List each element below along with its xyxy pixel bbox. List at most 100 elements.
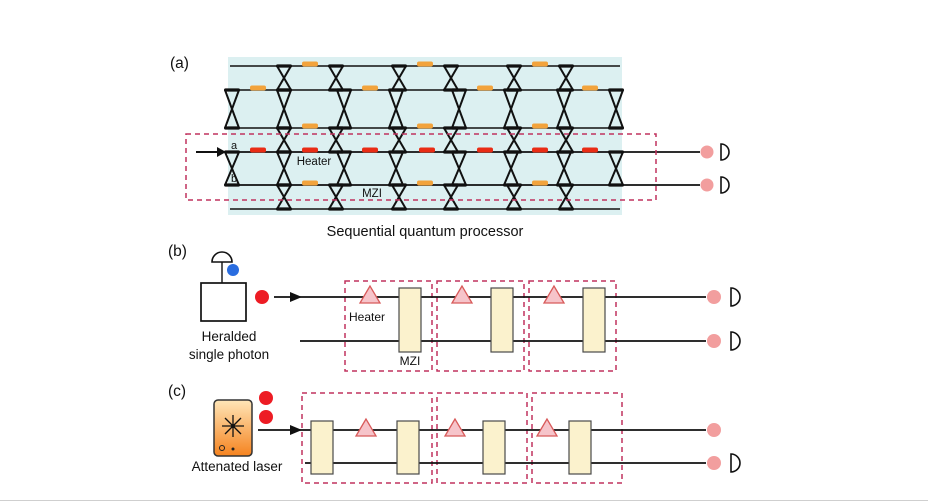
direction-arrow-icon [290,425,302,435]
coupler-icon [558,207,574,211]
coupler-icon [443,184,459,210]
heater-bar [302,180,318,186]
coupler-icon [276,150,292,154]
panel-a-label: (a) [170,55,189,72]
coupler-icon [506,207,522,211]
mzi-chain [274,280,741,372]
laser-indicator [219,445,225,451]
coupler-icon [608,126,624,130]
heater-triangle-icon [450,284,474,304]
output-photon [707,334,721,348]
coupler-icon [556,89,572,129]
coupler-icon [443,127,459,153]
coupler-icon [276,88,292,92]
heater-label: Heater [297,156,332,168]
heater-bar [250,85,266,91]
panel-a: (a) a b Heater MZI Sequential quantum pr… [170,55,730,240]
coupler-icon [224,88,240,92]
coupler-icon [506,184,522,210]
coupler-icon [556,183,572,187]
direction-arrow-icon [290,292,302,302]
coupler-icon [558,64,574,68]
photodetector-icon [730,331,741,351]
coupler-icon [451,150,467,154]
coupler-icon [451,88,467,92]
coupler-icon [276,184,292,210]
coupler-icon [276,89,292,129]
coupler-icon [328,127,344,153]
coupler-icon [503,88,519,92]
coupler-icon [608,89,624,129]
output-photon [707,290,721,304]
coupler-icon [503,89,519,129]
mzi-label: MZI [362,188,382,200]
coupler-icon [388,150,404,154]
coupler-icon [224,126,240,130]
mzi-stage-box [436,392,528,484]
heater-bar [532,180,548,186]
mzi-box [582,287,606,353]
coupler-icon [503,151,519,186]
heater-bar [417,180,433,186]
source-box [200,282,247,322]
photodetector-icon [720,143,730,161]
output-photon [707,423,721,437]
herald-photon [227,264,239,276]
coupler-icon [224,89,240,129]
coupler-icon [336,183,352,187]
heater-bar [250,147,266,153]
coupler-icon [558,127,574,153]
coupler-icon [276,64,292,68]
heater-bar [417,61,433,67]
coupler-icon [328,64,344,68]
coupler-icon [336,89,352,129]
coupler-icon [328,65,344,91]
coupler-icon [388,88,404,92]
laser-dot [231,447,235,451]
heater-bar [477,147,493,153]
heater-bar [477,85,493,91]
mzi-stage-box [344,280,433,372]
coupler-icon [328,207,344,211]
coupler-icon [391,64,407,68]
coupler-icon [224,151,240,186]
mzi-stage-box [531,392,623,484]
heater-bar [302,123,318,129]
mzi-stage-box [528,280,617,372]
coupler-icon [506,127,522,153]
photonic-chip [228,57,622,215]
heater-bar [532,147,548,153]
input-arrow-icon [217,147,226,157]
coupler-icon [558,65,574,91]
panel-b: (b) Heater MZI Heralded single photon [168,243,741,372]
coupler-icon [608,88,624,92]
panel-b-caption-line1: Heralded [202,329,257,344]
herald-detector-icon [211,251,233,263]
panel-c-label: (c) [168,383,186,400]
coupler-icon [276,127,292,153]
coupler-icon [451,126,467,130]
heralded-single-photon-source [200,251,269,322]
coupler-icon [224,150,240,154]
coupler-icon [391,207,407,211]
coupler-icon [608,151,624,186]
coupler-icon [556,151,572,186]
coupler-icon [388,126,404,130]
coupler-icon [506,65,522,91]
output-photon [700,178,714,192]
coupler-icon [556,88,572,92]
heater-bar [582,85,598,91]
heater-bar [302,61,318,67]
coupler-icon [558,184,574,210]
coupler-icon [503,126,519,130]
coupler-icon [556,150,572,154]
coupler-icon [556,126,572,130]
starburst-center [231,424,235,428]
coupler-icon [276,207,292,211]
mzi-stage-box [301,392,433,484]
mzi-box [568,420,592,475]
coupler-icon [503,183,519,187]
coupler-icon [391,127,407,153]
coupler-icon [391,184,407,210]
coupler-icon [391,65,407,91]
